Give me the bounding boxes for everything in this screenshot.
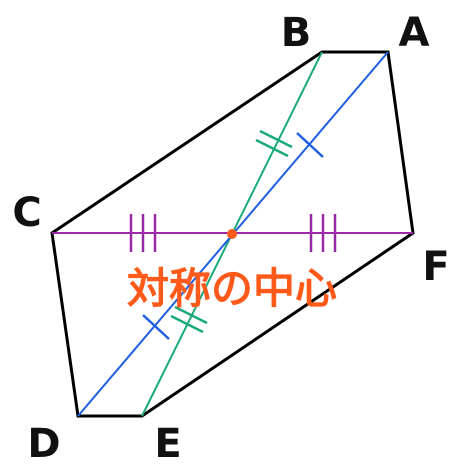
center-of-symmetry-label: 対称の中心 [127, 264, 337, 313]
vertex-label-d: D [27, 421, 60, 464]
vertex-label-f: F [422, 244, 449, 290]
vertex-label-e: E [154, 421, 181, 464]
vertex-label-c: C [12, 190, 41, 236]
single-tick-mark-lower [142, 314, 170, 340]
double-tick-mark-upper [255, 129, 293, 158]
double-tick-mark-lower [170, 305, 208, 334]
single-tick-mark-upper [296, 132, 324, 158]
center-point [227, 229, 237, 239]
vertex-label-a: A [399, 10, 430, 56]
triple-tick-mark-left [129, 214, 157, 252]
triple-tick-mark-right [309, 214, 337, 252]
vertex-label-b: B [281, 10, 312, 56]
